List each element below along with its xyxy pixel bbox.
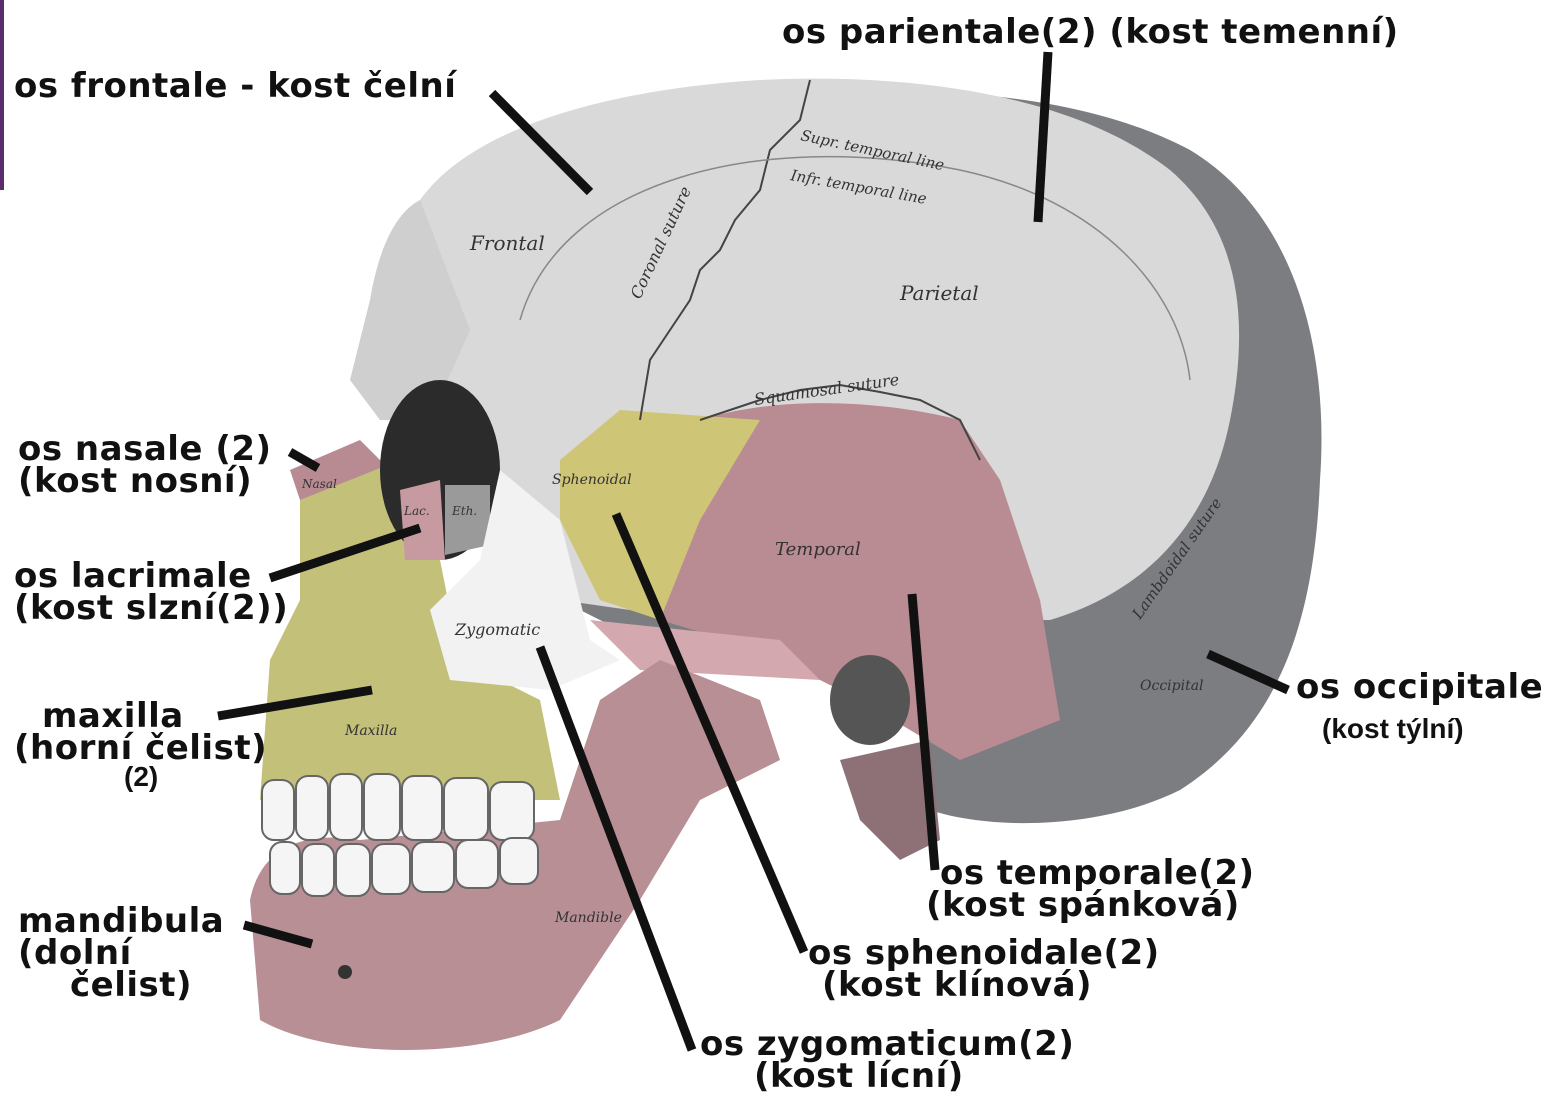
label-maxilla-line2: (horní čelist): [14, 732, 267, 764]
parietal-text: Parietal: [899, 281, 979, 305]
label-os-occipitale-line2: (kost týlní): [1322, 714, 1464, 744]
label-os-sphenoidale-line2: (kost klínová): [808, 969, 1160, 1001]
nasal-text: Nasal: [301, 477, 337, 491]
label-os-sphenoidale: os sphenoidale(2) (kost klínová): [808, 937, 1160, 1001]
zygomatic-text: Zygomatic: [454, 620, 540, 639]
frontal-text: Frontal: [469, 231, 545, 255]
label-maxilla-line3: (2): [124, 762, 158, 792]
temporal-text: Temporal: [775, 539, 861, 560]
label-os-frontale-text: os frontale - kost čelní: [14, 70, 456, 102]
label-mandibula: mandibula (dolní čelist): [18, 905, 224, 1001]
label-maxilla: maxilla (horní čelist): [14, 700, 267, 764]
label-os-parietale: os parientale(2) (kost temenní): [782, 16, 1399, 48]
eth-text: Eth.: [451, 504, 477, 518]
lacrimal-bone: [400, 480, 445, 560]
label-maxilla-count: (2): [124, 762, 158, 792]
label-os-temporale-line2: (kost spánková): [926, 889, 1255, 921]
label-os-zygomaticum: os zygomaticum(2) (kost lícní): [700, 1028, 1074, 1092]
sphenoidal-text: Sphenoidal: [552, 472, 632, 488]
ethmoid-bone: [445, 485, 490, 555]
label-os-lacrimale-line2: (kost slzní(2)): [14, 592, 288, 624]
label-mandibula-line3: čelist): [18, 969, 224, 1001]
mandible-text: Mandible: [554, 910, 622, 926]
maxilla-text: Maxilla: [344, 723, 397, 739]
label-os-frontale: os frontale - kost čelní: [14, 70, 456, 102]
occipital-text: Occipital: [1140, 678, 1204, 694]
label-os-occipitale: os occipitale: [1296, 671, 1543, 703]
label-os-nasale-line2: (kost nosní): [18, 465, 272, 497]
label-kost-tylni: (kost týlní): [1322, 714, 1464, 744]
label-os-occipitale-line1: os occipitale: [1296, 671, 1543, 703]
ear-opening: [830, 655, 910, 745]
mental-foramen: [338, 965, 352, 979]
label-os-zygomaticum-line2: (kost lícní): [700, 1060, 1074, 1092]
label-os-parietale-text: os parientale(2) (kost temenní): [782, 16, 1399, 48]
teeth: [262, 774, 538, 896]
label-os-nasale: os nasale (2) (kost nosní): [18, 433, 272, 497]
label-os-lacrimale: os lacrimale (kost slzní(2)): [14, 560, 288, 624]
label-os-temporale: os temporale(2) (kost spánková): [940, 857, 1255, 921]
lac-text: Lac.: [403, 504, 430, 518]
